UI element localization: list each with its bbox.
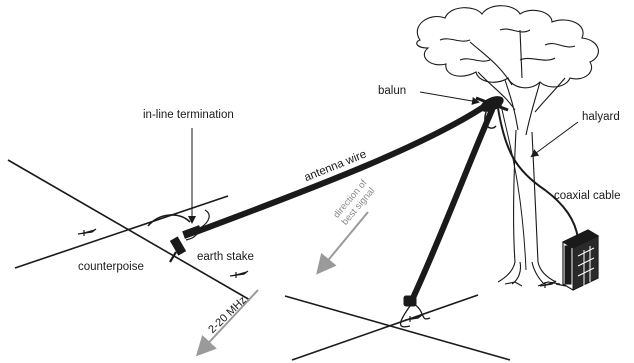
in-line-termination-device xyxy=(182,209,210,239)
in-line-termination-label: in-line termination xyxy=(143,109,234,121)
tree-canopy xyxy=(416,5,599,89)
antenna-wire-line xyxy=(193,101,491,235)
coaxial-cable-label: coaxial cable xyxy=(554,190,621,202)
earth-stake-device xyxy=(169,225,200,263)
tree-trunk xyxy=(497,129,557,285)
feeder-line xyxy=(409,107,495,303)
balun-label: balun xyxy=(378,85,407,97)
radio-set xyxy=(555,229,600,291)
halyard-leader xyxy=(530,121,579,158)
counterpoise-label: counterpoise xyxy=(78,261,144,273)
feeder-end-device xyxy=(399,295,431,328)
halyard-rope xyxy=(499,99,527,271)
ground-pegs xyxy=(77,228,557,322)
counterpoise-right xyxy=(284,294,511,361)
tree xyxy=(416,5,599,287)
leader-lines xyxy=(188,91,579,224)
halyard-label: halyard xyxy=(582,111,620,123)
direction-arrows xyxy=(195,211,369,357)
frequency-arrow xyxy=(195,289,259,357)
balun-device xyxy=(475,96,509,129)
counterpoise-left xyxy=(7,159,251,301)
best-signal-arrow xyxy=(316,211,369,275)
balun-leader xyxy=(419,91,480,105)
coaxial-cable-line xyxy=(497,107,579,239)
earth-stake-label: earth stake xyxy=(197,251,254,263)
